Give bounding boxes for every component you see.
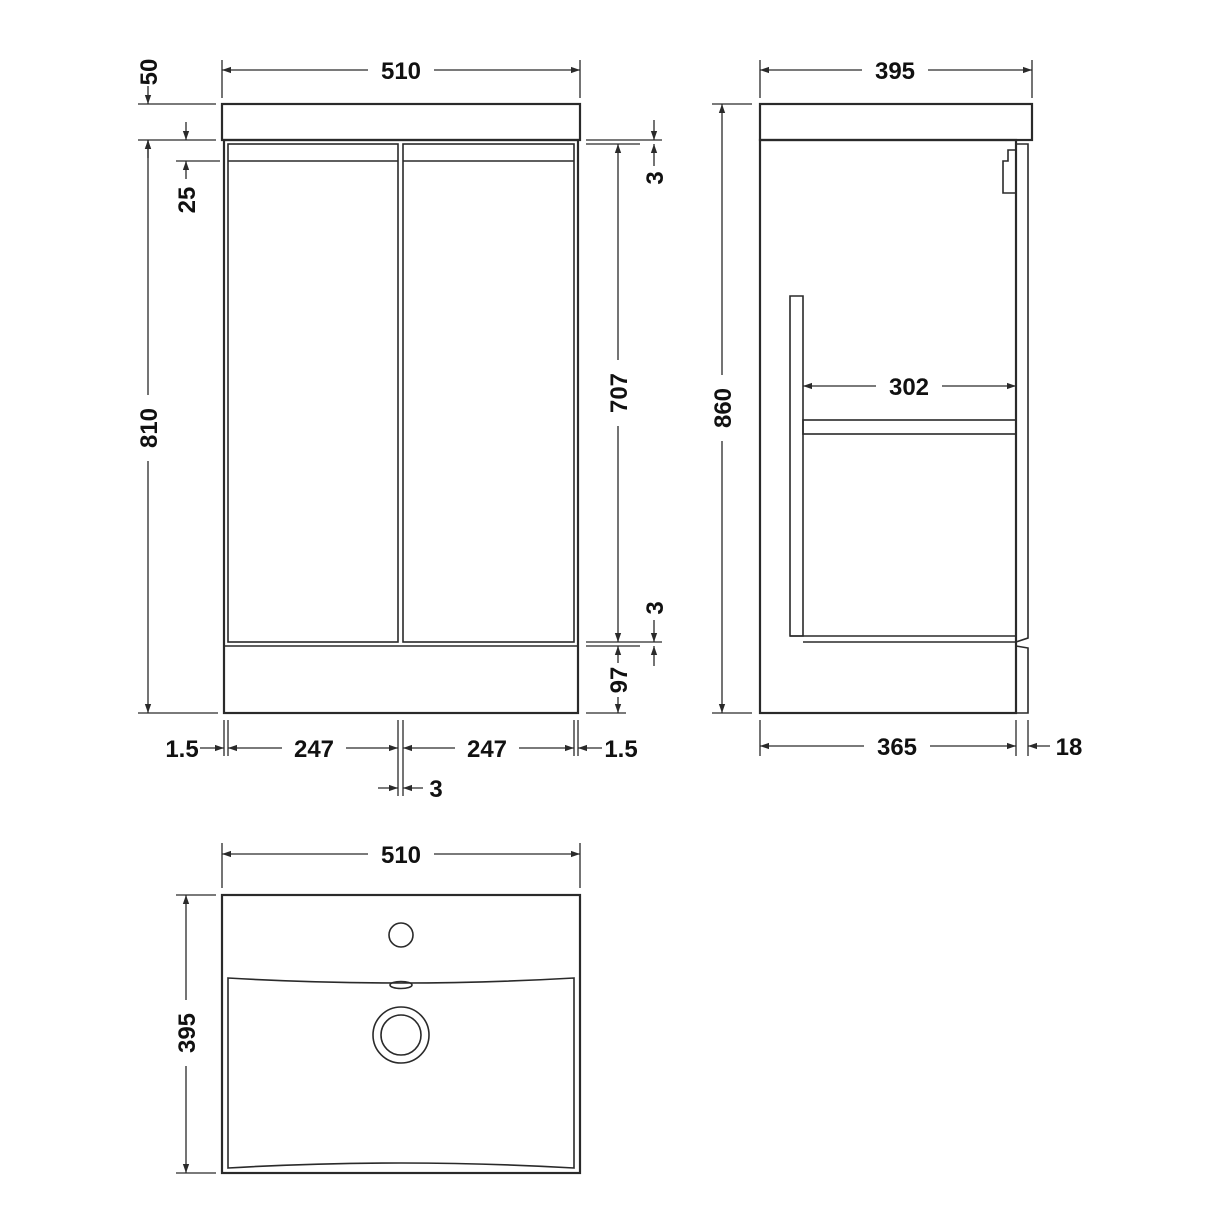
side-plinth-edge (1015, 645, 1029, 714)
plan-extension-lines (176, 843, 581, 1174)
tap-hole (388, 922, 414, 948)
dim-side-height-label: 860 (710, 388, 737, 428)
side-carcass (758, 138, 1018, 715)
plan-basin-outline (220, 893, 582, 1175)
dim-bottom-gap-label: 3 (642, 601, 669, 614)
dim-right-margin-label: 1.5 (604, 736, 637, 763)
front-extension-lines (138, 60, 662, 796)
side-shelf (802, 419, 1017, 435)
side-view: 395 860 302 365 18 (708, 56, 1082, 761)
dim-inner-depth-label: 302 (889, 374, 929, 401)
dim-door-right-width-label: 247 (467, 736, 507, 763)
side-handle-notch (1002, 149, 1016, 194)
basin-bowl (227, 977, 575, 1169)
dim-front-width-label: 510 (381, 58, 421, 85)
dim-door-height-label: 707 (606, 373, 633, 413)
side-basin-top (758, 102, 1034, 142)
waste-inner (380, 1014, 422, 1056)
front-door-left (227, 143, 399, 643)
front-basin-top (220, 102, 582, 142)
front-view: 510 50 25 810 707 3 3 97 1.5 2 (134, 56, 669, 803)
dim-door-left-width-label: 247 (294, 736, 334, 763)
dim-door-top-gap-label: 25 (174, 187, 201, 214)
side-inner-panel (789, 295, 804, 637)
dim-left-margin-label: 1.5 (165, 736, 198, 763)
dim-door-thickness-label: 18 (1056, 734, 1083, 761)
dim-top-gap-label: 3 (642, 171, 669, 184)
dim-center-gap-label: 3 (429, 776, 442, 803)
dim-plan-width-label: 510 (381, 842, 421, 869)
dim-plan-depth-label: 395 (174, 1013, 201, 1053)
dim-side-depth-label: 395 (875, 58, 915, 85)
dim-carcass-depth-label: 365 (877, 734, 917, 761)
dim-body-height-label: 810 (136, 408, 163, 448)
dim-top-thickness-label: 50 (136, 59, 163, 86)
waste-outer (372, 1006, 430, 1064)
dim-plinth-height-label: 97 (606, 667, 633, 694)
side-extension-lines (712, 60, 1033, 756)
front-carcass (222, 138, 580, 715)
side-door-edge (1015, 143, 1029, 643)
plan-view: 510 395 (172, 840, 582, 1175)
overflow-slot (389, 980, 413, 990)
front-door-right (402, 143, 575, 643)
